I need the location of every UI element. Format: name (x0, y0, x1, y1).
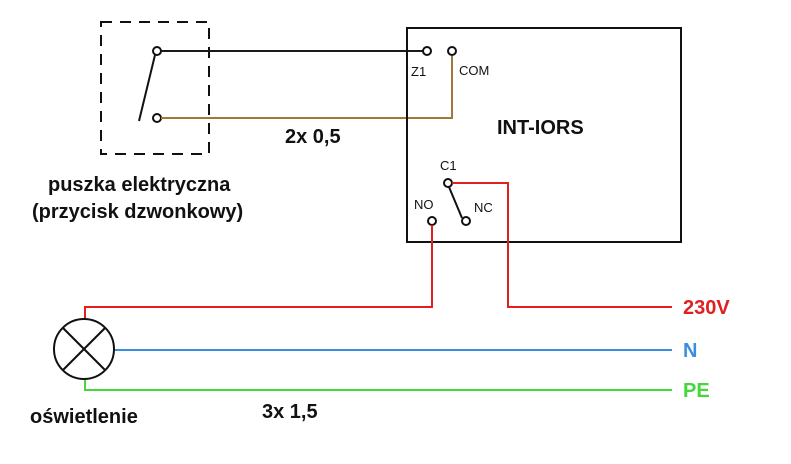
wire-phase-in (452, 182, 672, 308)
earth-label: PE (683, 380, 710, 402)
lamp-caption: oświetlenie (30, 406, 138, 428)
wire-com (161, 56, 453, 119)
terminal-no-label: NO (414, 197, 434, 212)
switch-terminal-bottom (152, 113, 162, 123)
module-box (406, 27, 682, 243)
switch-box-outline (100, 21, 210, 155)
terminal-nc-label: NC (474, 200, 493, 215)
pushbutton-contact-icon (138, 54, 156, 122)
neutral-label: N (683, 340, 697, 362)
wire-earth (84, 378, 672, 391)
terminal-z1-label: Z1 (411, 64, 426, 79)
terminal-c1 (443, 178, 453, 188)
lamp-icon (53, 318, 115, 380)
terminal-com (447, 46, 457, 56)
switch-box-caption-line2: (przycisk dzwonkowy) (32, 201, 243, 223)
terminal-com-label: COM (459, 63, 489, 78)
wire-phase-to-lamp (84, 225, 433, 330)
phase-label: 230V (683, 297, 730, 319)
terminal-nc (461, 216, 471, 226)
terminal-no (427, 216, 437, 226)
mains-cable-label: 3x 1,5 (262, 401, 318, 423)
switch-box-caption-line1: puszka elektryczna (48, 174, 231, 196)
terminal-z1 (422, 46, 432, 56)
control-cable-label: 2x 0,5 (285, 126, 341, 148)
switch-terminal-top (152, 46, 162, 56)
terminal-c1-label: C1 (440, 158, 457, 173)
module-title: INT-IORS (497, 117, 584, 139)
relay-contact-icon (448, 186, 463, 219)
